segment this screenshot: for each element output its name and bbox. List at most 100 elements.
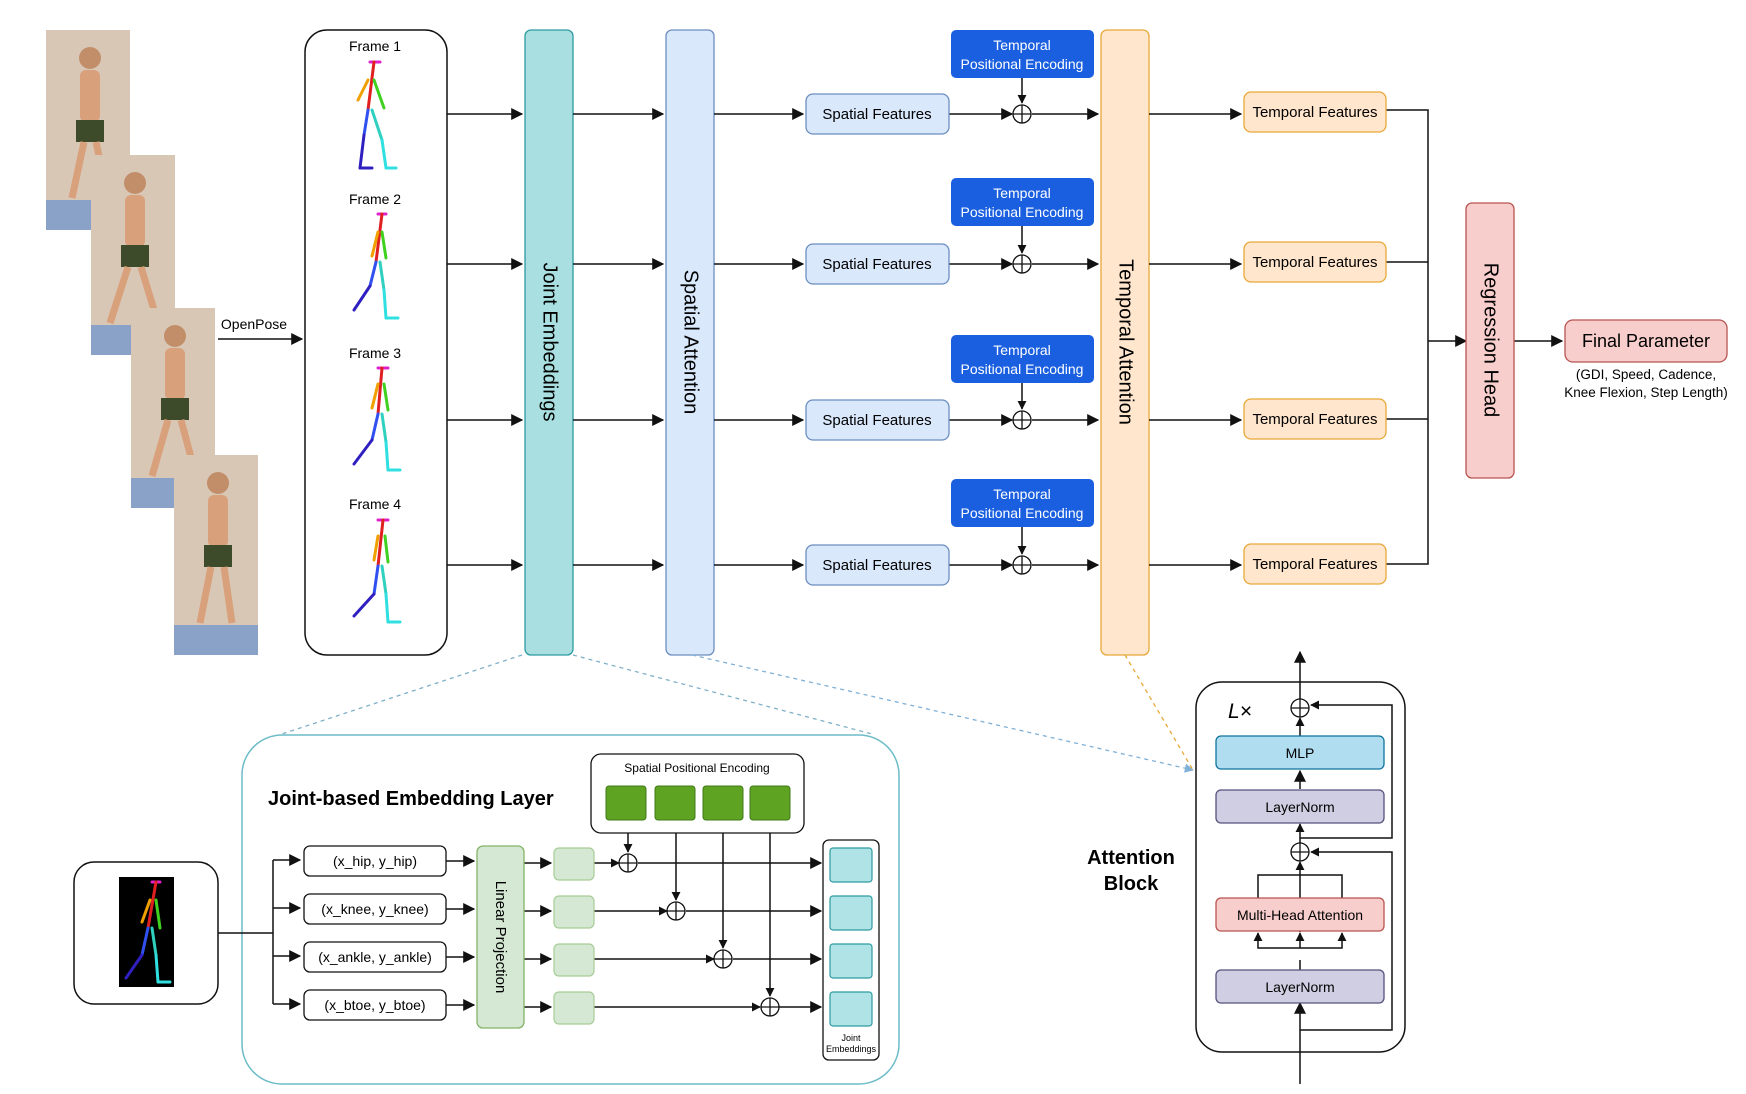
joint-embeddings-label: Joint Embeddings	[539, 263, 561, 422]
attention-block-title-2: Block	[1104, 873, 1159, 895]
final-parameter-label: Final Parameter	[1582, 331, 1710, 351]
spatial-features-boxes: Spatial Features Spatial Features Spatia…	[805, 93, 950, 586]
output-embedding-cells	[829, 847, 873, 1027]
joint-coordinate-boxes: (x_hip, y_hip) (x_knee, y_knee) (x_ankle…	[303, 845, 447, 1021]
output-cell	[829, 847, 873, 883]
pose-frames-panel	[304, 29, 448, 656]
temporal-pe-box-4	[951, 479, 1094, 527]
spatial-features-label: Spatial Features	[822, 256, 931, 273]
spatial-features-label: Spatial Features	[822, 106, 931, 123]
temporal-pe-line1: Temporal	[993, 37, 1051, 53]
layernorm-box-top	[1215, 789, 1385, 824]
repeat-label: L×	[1228, 700, 1252, 723]
add-circle-icon	[1012, 410, 1032, 430]
skeleton-icon	[356, 60, 398, 170]
pose-frame-4: Frame 4	[349, 496, 402, 624]
temporal-pe-line2: Positional Encoding	[961, 505, 1084, 521]
joint-label-hip: (x_hip, y_hip)	[333, 853, 417, 869]
zoom-connectors	[281, 654, 1194, 773]
spatial-pe-cell	[702, 785, 744, 821]
attention-block-flow	[1253, 650, 1393, 1084]
spatial-pe-cells	[605, 785, 791, 821]
temporal-attention-label: Temporal Attention	[1115, 259, 1137, 425]
output-cell	[829, 943, 873, 979]
regression-head-block	[1465, 202, 1515, 479]
frame-rows	[447, 78, 1564, 571]
temporal-pe-line2: Positional Encoding	[961, 56, 1084, 72]
pose-frame-1: Frame 1	[349, 38, 401, 170]
linear-projection-label: Linear Projection	[492, 881, 509, 994]
skeleton-icon	[352, 518, 402, 624]
projection-arrows	[446, 820, 823, 1013]
spatial-features-label: Spatial Features	[822, 412, 931, 429]
frame-label-3: Frame 3	[349, 345, 401, 361]
temporal-pe-line1: Temporal	[993, 342, 1051, 358]
frame-label-1: Frame 1	[349, 38, 401, 54]
temporal-features-label: Temporal Features	[1252, 411, 1377, 428]
output-label-line1: Joint	[841, 1033, 861, 1043]
temporal-pe-line2: Positional Encoding	[961, 361, 1084, 377]
projected-cell	[553, 943, 595, 977]
temporal-features-box-4	[1243, 543, 1387, 585]
attention-block-title-1: Attention	[1087, 847, 1175, 869]
layernorm-label-top: LayerNorm	[1265, 799, 1334, 815]
temporal-pe-box-3	[951, 335, 1094, 383]
add-circle-icon	[1012, 104, 1032, 124]
spatial-pe-label: Spatial Positional Encoding	[624, 761, 769, 775]
mlp-box	[1215, 735, 1385, 770]
joint-label-ankle: (x_ankle, y_ankle)	[318, 949, 432, 965]
spatial-features-box-3	[805, 399, 950, 441]
add-circle-icon	[1012, 254, 1032, 274]
spatial-pe-cell	[605, 785, 647, 821]
temporal-features-box-3	[1243, 398, 1387, 440]
output-cell	[829, 991, 873, 1027]
temporal-pe-box-1	[951, 30, 1094, 78]
temporal-pe-boxes: Temporal Positional Encoding Temporal Po…	[951, 30, 1094, 527]
temporal-features-box-2	[1243, 241, 1387, 283]
add-circle-icon	[760, 997, 780, 1017]
temporal-pe-line1: Temporal	[993, 185, 1051, 201]
video-frame-photo-4	[174, 455, 258, 655]
joint-label-knee: (x_knee, y_knee)	[321, 901, 428, 917]
temporal-features-label: Temporal Features	[1252, 556, 1377, 573]
final-parameter-sub2: Knee Flexion, Step Length)	[1564, 385, 1728, 400]
input-video-frames	[46, 30, 258, 655]
temporal-pe-line2: Positional Encoding	[961, 204, 1084, 220]
add-circle-icon	[1012, 555, 1032, 575]
pose-frame-2: Frame 2	[349, 191, 401, 320]
temporal-add-nodes	[1012, 104, 1032, 575]
skeleton-icon	[352, 212, 400, 320]
temporal-features-label: Temporal Features	[1252, 254, 1377, 271]
residual-add-nodes	[1290, 698, 1310, 862]
temporal-pe-box-2	[951, 178, 1094, 226]
linear-projection-block	[476, 845, 525, 1029]
temporal-features-box-1	[1243, 91, 1387, 133]
final-parameter-box	[1564, 319, 1728, 363]
spatial-features-box-4	[805, 544, 950, 586]
add-circle-icon	[1290, 842, 1310, 862]
mha-label: Multi-Head Attention	[1237, 907, 1363, 923]
final-parameter-sub1: (GDI, Speed, Cadence,	[1576, 367, 1716, 382]
mha-box	[1215, 897, 1385, 932]
add-circle-icon	[713, 949, 733, 969]
spatial-attention-block	[665, 29, 715, 656]
projected-cell	[553, 847, 595, 881]
pose-frame-3: Frame 3	[349, 345, 402, 472]
embedding-layer-title: Joint-based Embedding Layer	[268, 788, 554, 810]
add-circle-icon	[666, 901, 686, 921]
skeleton-icon	[352, 366, 402, 472]
joint-embeddings-block	[524, 29, 574, 656]
regression-head-label: Regression Head	[1480, 263, 1502, 418]
spatial-pe-cell	[749, 785, 791, 821]
layernorm-label-bottom: LayerNorm	[1265, 979, 1334, 995]
mlp-label: MLP	[1286, 745, 1315, 761]
layernorm-box-bottom	[1215, 969, 1385, 1004]
spatial-add-nodes	[618, 853, 780, 1017]
joint-label-btoe: (x_btoe, y_btoe)	[324, 997, 425, 1013]
frame-label-2: Frame 2	[349, 191, 401, 207]
projected-cell	[553, 895, 595, 929]
spatial-pe-cell	[654, 785, 696, 821]
temporal-features-label: Temporal Features	[1252, 104, 1377, 121]
output-cell	[829, 895, 873, 931]
